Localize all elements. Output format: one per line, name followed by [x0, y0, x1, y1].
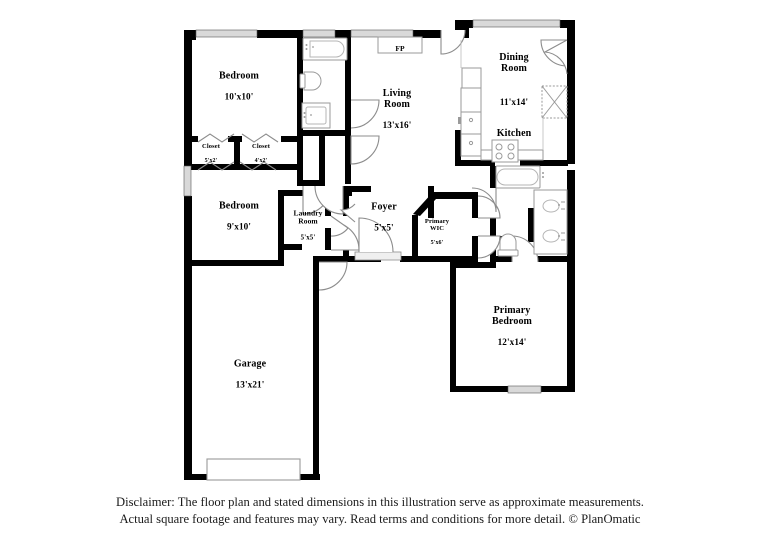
- fixtures: [299, 36, 568, 257]
- fireplace-label: FP: [395, 37, 404, 53]
- room-name: Closet: [202, 142, 220, 150]
- disclaimer-text: Disclaimer: The floor plan and stated di…: [0, 494, 760, 529]
- room-label-closet-2: Closet 4'x2': [252, 136, 270, 165]
- fireplace: [377, 36, 423, 54]
- refrigerator: [541, 85, 568, 119]
- dimension-text: 11'x14': [499, 97, 529, 107]
- room-dimensions: 13'x16': [382, 120, 412, 131]
- room-name: Bedroom: [219, 70, 259, 82]
- bathtub-hall: [302, 37, 348, 61]
- room-dimensions: 12'x14': [497, 337, 527, 348]
- room-label-dining-room: Dining Room: [499, 42, 529, 74]
- double-vanity-primary: [533, 189, 568, 255]
- bathtub-primary: [495, 165, 544, 189]
- room-dimensions: 13'x21': [235, 379, 265, 390]
- room-name: Dining Room: [499, 51, 529, 74]
- room-label-primary-wic: Primary WIC 5'x6': [425, 211, 449, 247]
- room-dimensions: 5'x6': [430, 240, 444, 247]
- room-name: Primary WIC: [424, 218, 450, 233]
- doors: [197, 29, 568, 291]
- vanity-hall: [301, 102, 331, 129]
- room-name: Foyer: [371, 201, 397, 213]
- room-name: Living Room: [382, 87, 412, 110]
- room-label-foyer: Foyer 5'x5': [371, 191, 397, 234]
- room-dimensions: 5'x5': [300, 234, 316, 242]
- room-name: Laundry Room: [293, 208, 323, 226]
- room-name: Bedroom: [219, 200, 259, 212]
- toilet-primary: [497, 233, 519, 257]
- room-label-bedroom-1: Bedroom 10'x10': [219, 60, 259, 103]
- room-outline-guides: [460, 40, 544, 150]
- kitchen-counters: [458, 67, 544, 161]
- room-name: Garage: [233, 358, 267, 370]
- room-dimensions: 9'x10': [226, 221, 252, 232]
- room-label-primary-bedroom: Primary Bedroom 12'x14': [492, 295, 532, 349]
- room-name: Primary Bedroom: [492, 304, 532, 327]
- room-name: Kitchen: [496, 128, 532, 139]
- disclaimer-line-2: Actual square footage and features may v…: [119, 512, 641, 527]
- room-label-bedroom-2: Bedroom 9'x10': [219, 190, 259, 233]
- dimension-label-dining-kitchen: 11'x14': [500, 87, 528, 109]
- room-dimensions: 4'x2': [254, 157, 268, 164]
- room-name: Closet: [252, 142, 270, 150]
- room-label-kitchen: Kitchen: [497, 118, 532, 140]
- room-label-garage: Garage 13'x21': [234, 348, 266, 391]
- cooktop-range: [491, 139, 519, 163]
- room-label-living-room: Living Room 13'x16': [383, 78, 412, 132]
- room-dimensions: 10'x10': [224, 91, 254, 102]
- fireplace-abbreviation: FP: [395, 44, 405, 53]
- toilet-hall: [299, 71, 322, 91]
- room-label-laundry-room: Laundry Room 5'x5': [293, 202, 322, 243]
- room-label-closet-1: Closet 5'x2': [202, 136, 220, 165]
- disclaimer-line-1: Disclaimer: The floor plan and stated di…: [116, 495, 644, 509]
- windows: [183, 19, 561, 481]
- room-dimensions: 5'x2': [204, 157, 218, 164]
- room-dimensions: 5'x5': [374, 222, 394, 233]
